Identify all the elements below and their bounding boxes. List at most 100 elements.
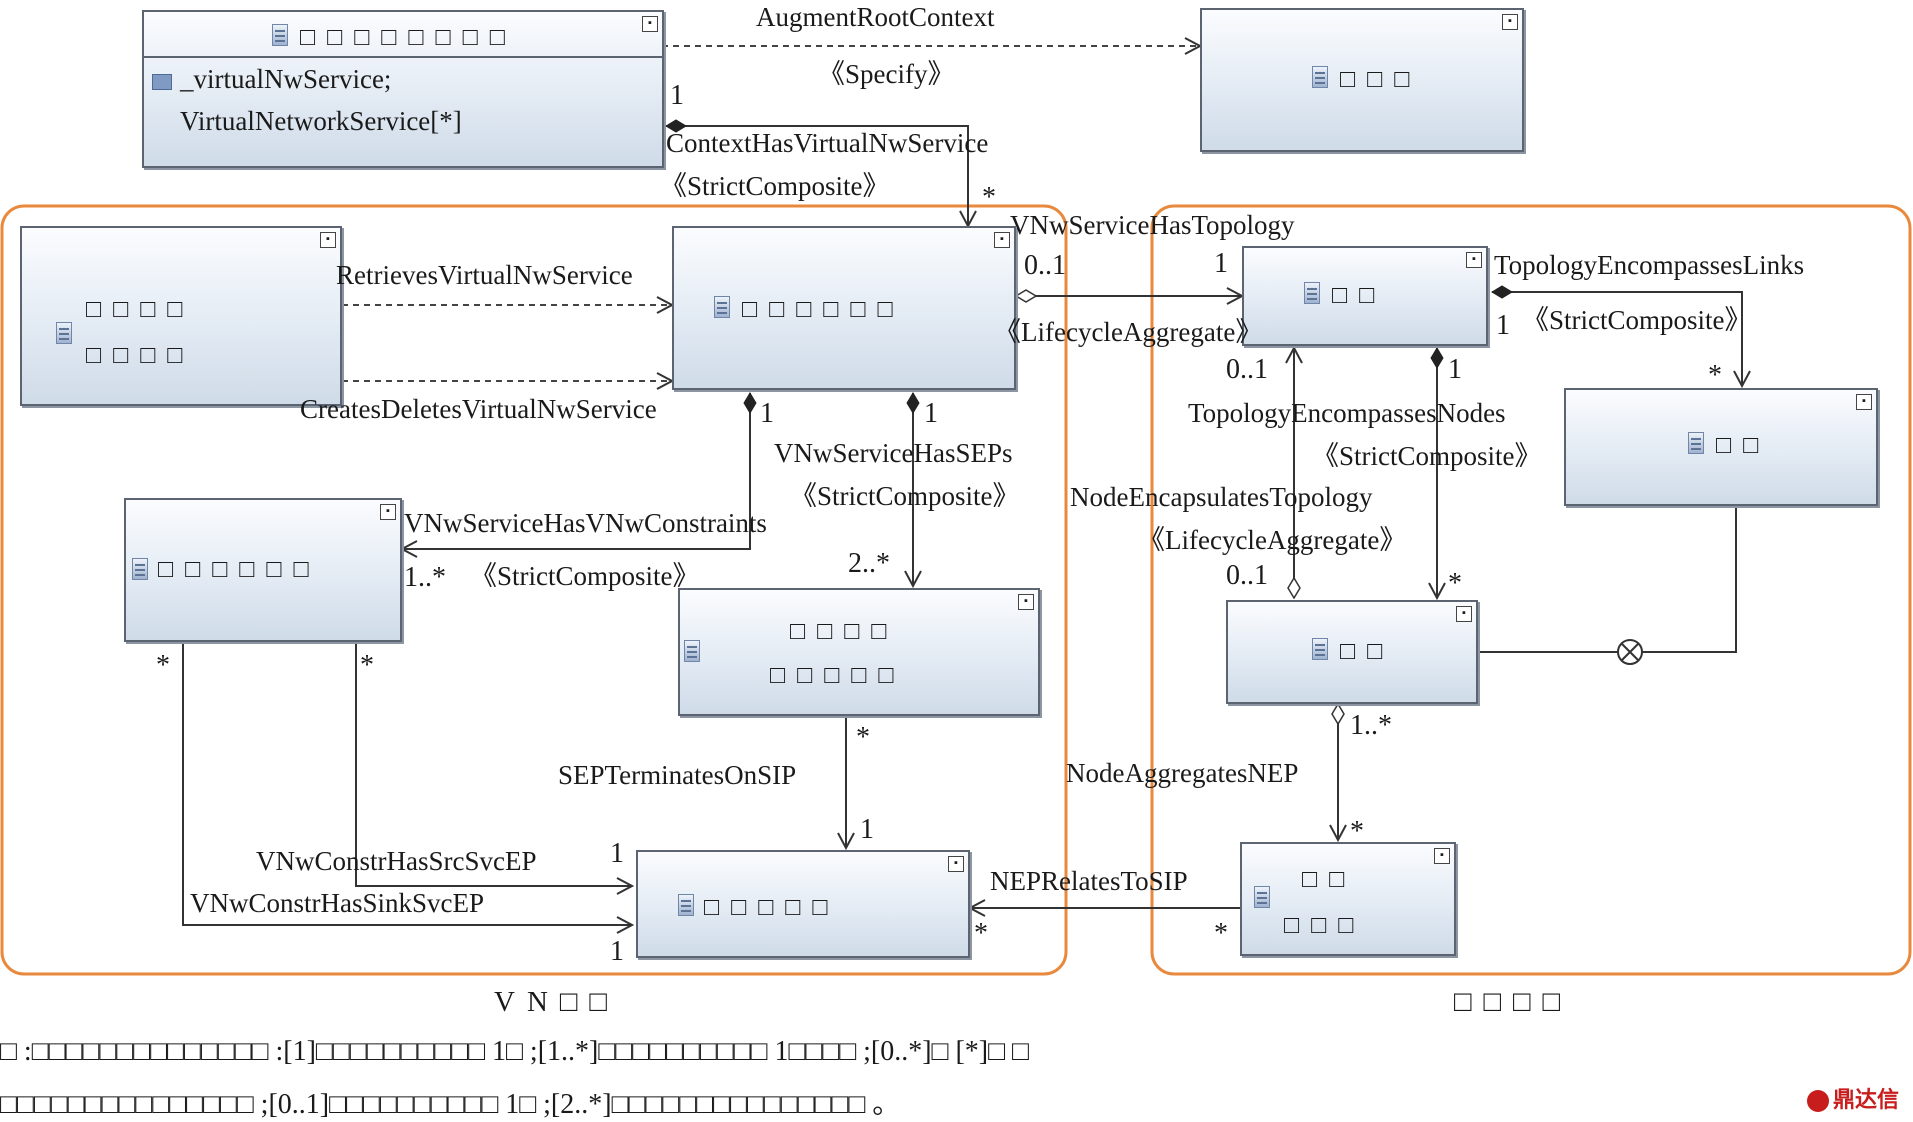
class-icon <box>272 24 288 46</box>
class-icon <box>132 558 148 580</box>
rel-links: TopologyEncompassesLinks <box>1494 250 1805 280</box>
expand-icon[interactable]: ▪ <box>642 16 658 32</box>
expand-icon[interactable]: ▪ <box>1502 14 1518 30</box>
class-title-line-2: □□□□□ <box>770 662 906 689</box>
mult-nt-01b: 0..1 <box>1226 560 1268 591</box>
nep-class-box[interactable]: ▪ □□ □□□ <box>1240 842 1456 956</box>
node-link-connector <box>1478 506 1737 653</box>
class-icon <box>1304 282 1320 304</box>
mult-sepsip-1: 1 <box>860 814 874 845</box>
rel-nep-sip: NEPRelatesToSIP <box>990 866 1188 896</box>
mult-sep-2n: 2..* <box>848 548 890 579</box>
rel-lifecycle-2: 《LifecycleAggregate》 <box>1138 525 1407 555</box>
link-class-box[interactable]: ▪ □□ <box>1564 388 1878 506</box>
rel-specify: 《Specify》 <box>818 59 955 89</box>
class-icon <box>678 894 694 916</box>
attribute-2: VirtualNetworkService[*] <box>180 106 462 136</box>
figure-note-line-2: □□□□□□□□□□□□□□□ ;[0..1]□□□□□□□□□□ 1□ ;[2… <box>0 1089 901 1120</box>
mult-sink-1: 1 <box>610 936 624 967</box>
expand-icon[interactable]: ▪ <box>1018 594 1034 610</box>
class-title: □□□□□ <box>704 894 840 921</box>
class-title: □□ <box>1332 282 1387 309</box>
class-title-line-1: □□□□ <box>86 296 195 323</box>
zone-label-left: VN□□ <box>494 986 619 1018</box>
mult-nn-star: * <box>1350 816 1364 847</box>
mult-vc-star-b: * <box>360 650 374 681</box>
root-class-box[interactable]: ▪ □□□ <box>1200 8 1524 152</box>
class-icon <box>1688 432 1704 454</box>
mult-topo-01: 0..1 <box>1024 250 1066 281</box>
zone-left-frame <box>0 204 1068 976</box>
ctx-has-vns-connector <box>666 126 968 226</box>
vn-service-class-box[interactable]: ▪ □□□□□□ <box>672 226 1016 390</box>
expand-icon[interactable]: ▪ <box>380 504 396 520</box>
class-title-line-1: □□ <box>1302 866 1357 893</box>
rel-augment: AugmentRootContext <box>756 2 995 32</box>
expand-icon[interactable]: ▪ <box>1456 606 1472 622</box>
mult-links-1: 1 <box>1496 310 1510 341</box>
sink-svc-connector <box>182 642 632 925</box>
mult-sepsip-star: * <box>856 722 870 753</box>
figure-note-line-1: □ :□□□□□□□□□□□□□□ :[1]□□□□□□□□□□ 1□ ;[1.… <box>0 1036 1029 1067</box>
class-title: □□ <box>1716 432 1771 459</box>
class-title: □□□ <box>1340 66 1422 93</box>
topology-class-box[interactable]: ▪ □□ <box>1242 246 1488 346</box>
rel-strict-5: 《StrictComposite》 <box>1312 441 1542 471</box>
class-title: □□ <box>1340 638 1395 665</box>
rel-ctx-has-vns: ContextHasVirtualNwService <box>666 128 989 158</box>
class-title-line-1: □□□□ <box>790 618 899 645</box>
class-icon <box>714 296 730 318</box>
class-title: □□□□□□ <box>742 296 905 323</box>
rel-nodes: TopologyEncompassesNodes <box>1188 398 1506 428</box>
mult-con-1n: 1..* <box>404 562 446 593</box>
mult-nodes-1: 1 <box>1448 354 1462 385</box>
expand-icon[interactable]: ▪ <box>320 232 336 248</box>
attribute-1: _virtualNwService; <box>180 64 392 94</box>
class-icon <box>1312 66 1328 88</box>
context-class-box[interactable]: ▪ □□□□□□□□ _virtualNwService; VirtualNet… <box>142 10 664 168</box>
node-class-box[interactable]: ▪ □□ <box>1226 600 1478 704</box>
class-icon <box>56 322 72 344</box>
class-icon <box>1254 886 1270 908</box>
mult-vc-star-a: * <box>156 650 170 681</box>
sip-class-box[interactable]: ▪ □□□□□ <box>636 850 970 958</box>
rel-has-constraints: VNwServiceHasVNwConstraints <box>404 508 767 538</box>
client-class-box[interactable]: ▪ □□□□ □□□□ <box>20 226 342 406</box>
sep-class-box[interactable]: ▪ □□□□ □□□□□ <box>678 588 1040 716</box>
mult-ctx-star: * <box>982 182 996 213</box>
expand-icon[interactable]: ▪ <box>1466 252 1482 268</box>
rel-strict-3: 《StrictComposite》 <box>470 561 700 591</box>
src-svc-connector <box>355 642 632 886</box>
rel-lifecycle-1: 《LifecycleAggregate》 <box>994 317 1263 347</box>
expand-icon[interactable]: ▪ <box>994 232 1010 248</box>
mult-ctx-1: 1 <box>670 80 684 111</box>
vn-constraint-class-box[interactable]: ▪ □□□□□□ <box>124 498 402 642</box>
rel-node-topology: NodeEncapsulatesTopology <box>1070 482 1373 512</box>
links-connector <box>1492 292 1742 386</box>
rel-strict-2: 《StrictComposite》 <box>790 481 1020 511</box>
rel-has-seps: VNwServiceHasSEPs <box>774 438 1013 468</box>
rel-createsdeletes: CreatesDeletesVirtualNwService <box>300 394 657 424</box>
rel-src-svc: VNwConstrHasSrcSvcEP <box>256 846 537 876</box>
expand-icon[interactable]: ▪ <box>1856 394 1872 410</box>
watermark-text: 鼎达信 <box>1832 1088 1899 1113</box>
expand-icon[interactable]: ▪ <box>948 856 964 872</box>
has-constraints-connector <box>402 393 750 549</box>
mult-nodes-star: * <box>1448 568 1462 599</box>
rel-has-topology: VNwServiceHasTopology <box>1010 210 1295 240</box>
rel-node-nep: NodeAggregatesNEP <box>1066 758 1299 788</box>
rel-strict-4: 《StrictComposite》 <box>1522 305 1752 335</box>
class-icon <box>684 640 700 662</box>
logo-icon <box>1806 1090 1829 1112</box>
rel-sink-svc: VNwConstrHasSinkSvcEP <box>190 888 485 918</box>
mult-links-star: * <box>1708 360 1722 391</box>
zone-right-frame <box>1150 204 1912 976</box>
zone-label-right: □□□□ <box>1454 986 1573 1018</box>
mult-nn-1n: 1..* <box>1350 710 1392 741</box>
mult-nt-01a: 0..1 <box>1226 354 1268 385</box>
expand-icon[interactable]: ▪ <box>1434 848 1450 864</box>
mult-ns-star-b: * <box>1214 918 1228 949</box>
mult-ns-star-a: * <box>974 918 988 949</box>
class-title-line-2: □□□□ <box>86 342 195 369</box>
